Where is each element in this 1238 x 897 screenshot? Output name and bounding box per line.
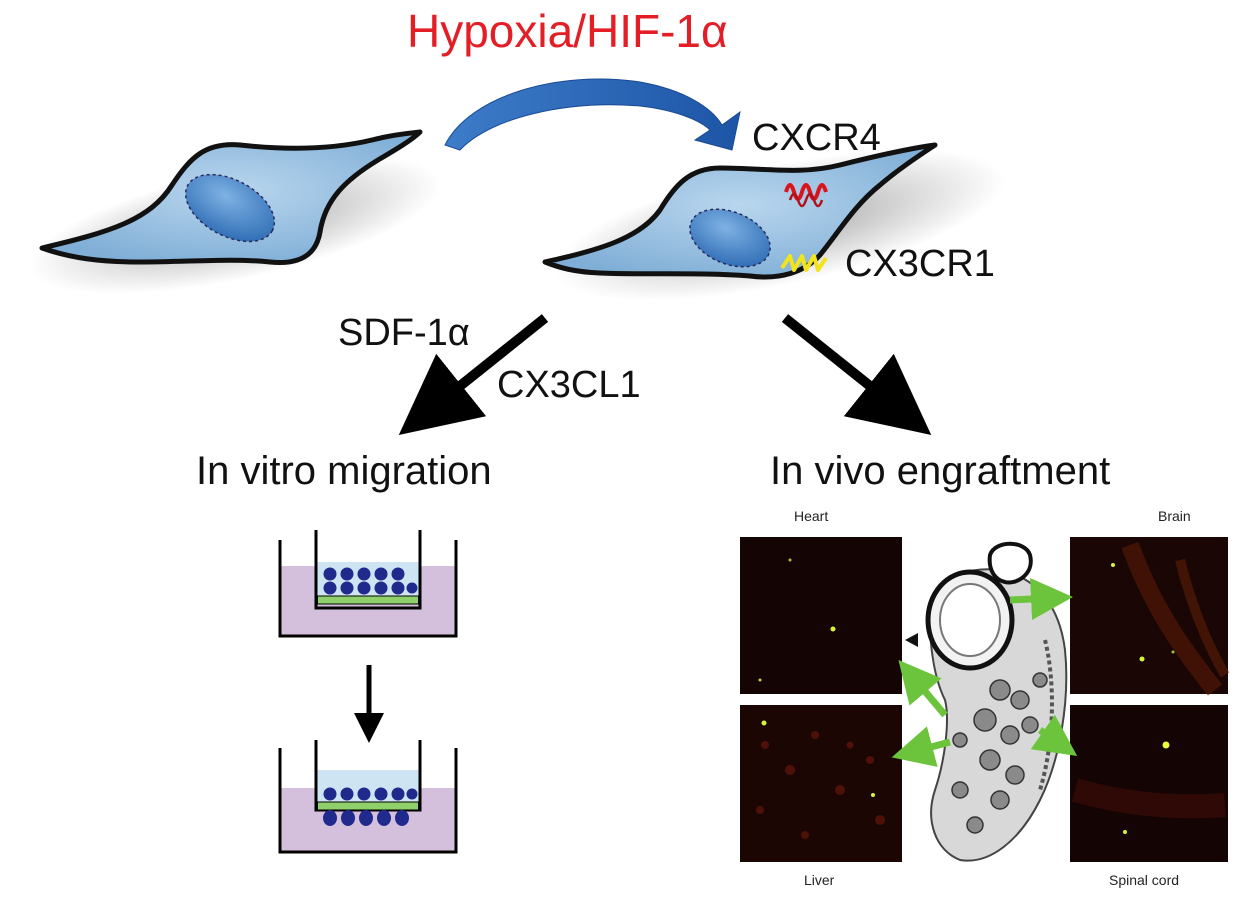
sdf1a-label: SDF-1α: [338, 312, 470, 354]
cx3cl1-label: CX3CL1: [497, 364, 641, 406]
mouse-section-image: [905, 541, 1068, 862]
cxcr4-label: CXCR4: [752, 117, 881, 159]
hypoxia-curved-arrow: [444, 78, 741, 151]
heart-label: Heart: [794, 508, 829, 524]
green-arrow-heart: [898, 659, 948, 718]
cxcr4-receptor-icon: [784, 183, 828, 201]
brain-panel: [1070, 537, 1230, 696]
right-cell-nucleus: [689, 208, 771, 268]
cx3cr1-receptor-icon: [780, 254, 828, 272]
green-arrow-spinal-cord: [1030, 714, 1078, 757]
left-cell: [29, 129, 441, 295]
spinal-cord-panel: [1070, 705, 1228, 862]
transwell-after: [278, 740, 458, 854]
in-vivo-engraftment-heading: In vivo engraftment: [770, 449, 1111, 493]
liver-label: Liver: [804, 872, 835, 888]
green-arrow-liver: [891, 726, 951, 767]
spinal-cord-label: Spinal cord: [1109, 872, 1180, 888]
brain-label: Brain: [1158, 508, 1191, 524]
arrow-to-migration: [398, 314, 549, 435]
right-cell-body: [542, 142, 938, 280]
green-arrow-brain: [1009, 578, 1073, 620]
cx3cr1-label: CX3CR1: [845, 243, 995, 285]
heart-panel: [740, 537, 902, 694]
in-vitro-migration-heading: In vitro migration: [196, 449, 492, 493]
transwell-before: [278, 530, 458, 638]
left-cell-nucleus: [184, 173, 276, 243]
liver-panel: [740, 705, 902, 862]
arrow-to-engraftment: [781, 314, 932, 435]
right-cell: [542, 142, 1006, 301]
diagram-title: Hypoxia/HIF-1α: [407, 5, 728, 57]
